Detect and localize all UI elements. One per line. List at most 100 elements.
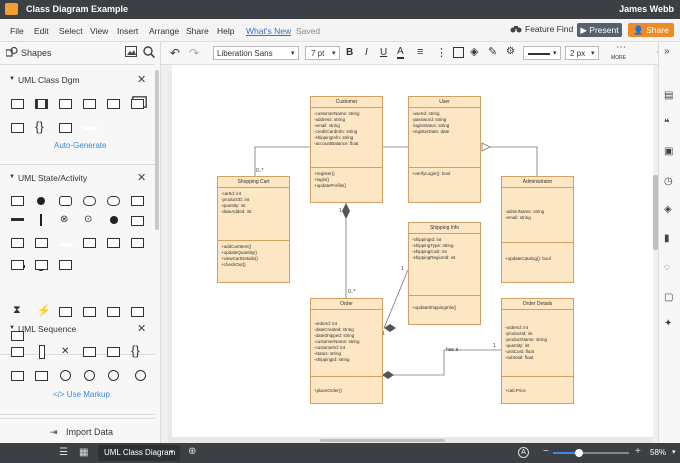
image-icon[interactable] <box>125 46 137 57</box>
shape-seq-folder[interactable] <box>107 347 120 357</box>
border-icon[interactable] <box>453 47 464 58</box>
list-view-icon[interactable]: ☰ <box>59 447 68 458</box>
panel-scrollbar[interactable] <box>155 70 159 230</box>
shape-class[interactable] <box>11 99 24 109</box>
shape-end[interactable] <box>110 216 118 224</box>
section-uml-class[interactable]: ▼ UML Class Dgm ✕ <box>0 71 153 89</box>
comment-icon[interactable]: ◌ <box>664 262 670 273</box>
bold-icon[interactable]: B <box>346 47 354 58</box>
shape-seq-note[interactable] <box>83 347 96 357</box>
shape-vbar[interactable] <box>40 214 42 226</box>
chevron-down-icon[interactable]: ▾ <box>672 449 676 456</box>
layers-icon[interactable]: ◈ <box>664 204 672 215</box>
fill-icon[interactable]: ◈ <box>470 46 479 58</box>
shape-merge[interactable]: ⊙ <box>84 214 93 225</box>
menu-select[interactable]: Select <box>59 26 83 36</box>
shape-history[interactable] <box>11 260 24 270</box>
section-uml-sequence[interactable]: ▼ UML Sequence ✕ <box>0 320 153 338</box>
vertical-scrollbar-track[interactable] <box>653 65 658 443</box>
page-tab[interactable]: UML Class Diagram ▾ <box>98 445 180 461</box>
shape-grid3[interactable] <box>131 307 144 317</box>
shape-hourglass[interactable]: ⧗ <box>13 304 21 316</box>
binoculars-icon[interactable] <box>510 24 522 34</box>
presentation-icon[interactable]: ▣ <box>664 146 674 157</box>
shape-grid2[interactable] <box>107 307 120 317</box>
shape-send[interactable] <box>107 196 120 206</box>
shape-braces[interactable]: {} <box>35 119 44 134</box>
shape-region[interactable] <box>59 260 72 270</box>
menu-arrange[interactable]: Arrange <box>149 26 180 36</box>
class-administrator[interactable]: Administrator -adminName: string-email: … <box>501 176 574 283</box>
shape-control[interactable] <box>108 370 119 381</box>
present-button[interactable]: ▶ Present <box>577 23 622 37</box>
share-button[interactable]: 👤 Share <box>628 23 674 37</box>
text-options-icon[interactable]: ⋮ <box>436 47 447 59</box>
class-user[interactable]: User -userId: string-password: string-lo… <box>408 96 481 203</box>
zoom-in-icon[interactable]: + <box>635 446 641 457</box>
redo-icon[interactable]: ↷ <box>189 46 200 60</box>
class-order[interactable]: Order -orderId: int-dateCreated: string-… <box>310 298 383 404</box>
effects-icon[interactable]: ⚙ <box>506 46 515 57</box>
shape-note2[interactable] <box>35 238 48 248</box>
section-uml-state[interactable]: ▼ UML State/Activity ✕ <box>0 169 153 187</box>
menu-whats-new[interactable]: What's New <box>246 26 292 36</box>
shape-bar[interactable] <box>11 218 24 221</box>
shape-action[interactable] <box>83 196 96 206</box>
shape-seq-braces[interactable]: {} <box>131 343 140 358</box>
menu-share[interactable]: Share <box>186 26 209 36</box>
shape-package[interactable] <box>83 99 96 109</box>
shape-destroy[interactable]: ✕ <box>61 346 70 357</box>
shape-note[interactable] <box>59 123 72 133</box>
shape-send2[interactable] <box>107 238 120 248</box>
diagram-canvas[interactable]: 0..* 1 0..* 1 1 has a 1 1 Customer -cust… <box>172 65 653 437</box>
shape-activity[interactable] <box>59 196 72 206</box>
shape-activation[interactable] <box>39 345 45 359</box>
quote-icon[interactable]: ❝ <box>664 118 670 129</box>
class-shipping-info[interactable]: Shipping Info -shippingId: int-shippingT… <box>408 222 481 325</box>
shape-grid1[interactable] <box>83 307 96 317</box>
shape-boundary[interactable] <box>84 370 95 381</box>
more-button[interactable]: ⋯ MORE <box>611 42 633 63</box>
class-customer[interactable]: Customer -customerName: string-address: … <box>310 96 383 203</box>
menu-insert[interactable]: Insert <box>117 26 139 36</box>
font-select[interactable]: Liberation Sans ▾ <box>213 46 299 60</box>
vertical-scrollbar-thumb[interactable] <box>653 175 658 250</box>
close-icon[interactable]: ✕ <box>137 172 147 184</box>
shape-lifeline[interactable] <box>11 347 24 357</box>
clock-icon[interactable]: ◷ <box>664 176 673 187</box>
shape-table[interactable] <box>11 331 24 341</box>
add-page-icon[interactable]: ⊕ <box>188 446 197 457</box>
menu-view[interactable]: View <box>90 26 109 36</box>
shape-entity[interactable] <box>135 370 146 381</box>
expand-icon[interactable]: » <box>664 46 670 57</box>
page-icon[interactable]: ▤ <box>664 90 674 101</box>
underline-icon[interactable]: U <box>380 47 388 58</box>
shape-state-box[interactable] <box>131 196 144 206</box>
shape-alt[interactable] <box>35 371 48 381</box>
chat-icon[interactable]: ▢ <box>664 292 674 303</box>
align-icon[interactable]: ≡ <box>417 46 424 58</box>
font-color-icon[interactable]: A <box>397 46 404 59</box>
horizontal-scrollbar-thumb[interactable] <box>320 439 445 442</box>
shape-state[interactable] <box>11 196 24 206</box>
shape-initial[interactable] <box>37 197 45 205</box>
close-icon[interactable]: ✕ <box>137 323 147 335</box>
shape-line2[interactable] <box>59 243 73 246</box>
line-width-select[interactable]: 2 px ▾ <box>565 46 599 60</box>
zoom-slider[interactable] <box>553 449 629 457</box>
class-shopping-cart[interactable]: Shopping Cart -cartId: int-productID: in… <box>217 176 290 283</box>
app-logo-icon[interactable] <box>5 3 18 15</box>
shape-class-alt[interactable] <box>35 99 48 109</box>
line-color-icon[interactable]: ✎ <box>488 46 498 58</box>
shape-swim[interactable] <box>35 260 48 270</box>
grid-view-icon[interactable]: ▦ <box>79 447 89 458</box>
zoom-out-icon[interactable]: − <box>543 446 549 457</box>
shape-decision[interactable]: ⊗ <box>60 214 69 225</box>
magic-icon[interactable]: ✦ <box>664 318 673 329</box>
font-size-select[interactable]: 7 pt ▾ <box>305 46 340 60</box>
shape-receive[interactable] <box>83 238 96 248</box>
class-order-details[interactable]: Order Details -orderId: int-productId: i… <box>501 298 574 404</box>
shape-folder[interactable] <box>11 123 24 133</box>
shape-object-node[interactable] <box>131 216 144 226</box>
close-icon[interactable]: ✕ <box>137 74 147 86</box>
